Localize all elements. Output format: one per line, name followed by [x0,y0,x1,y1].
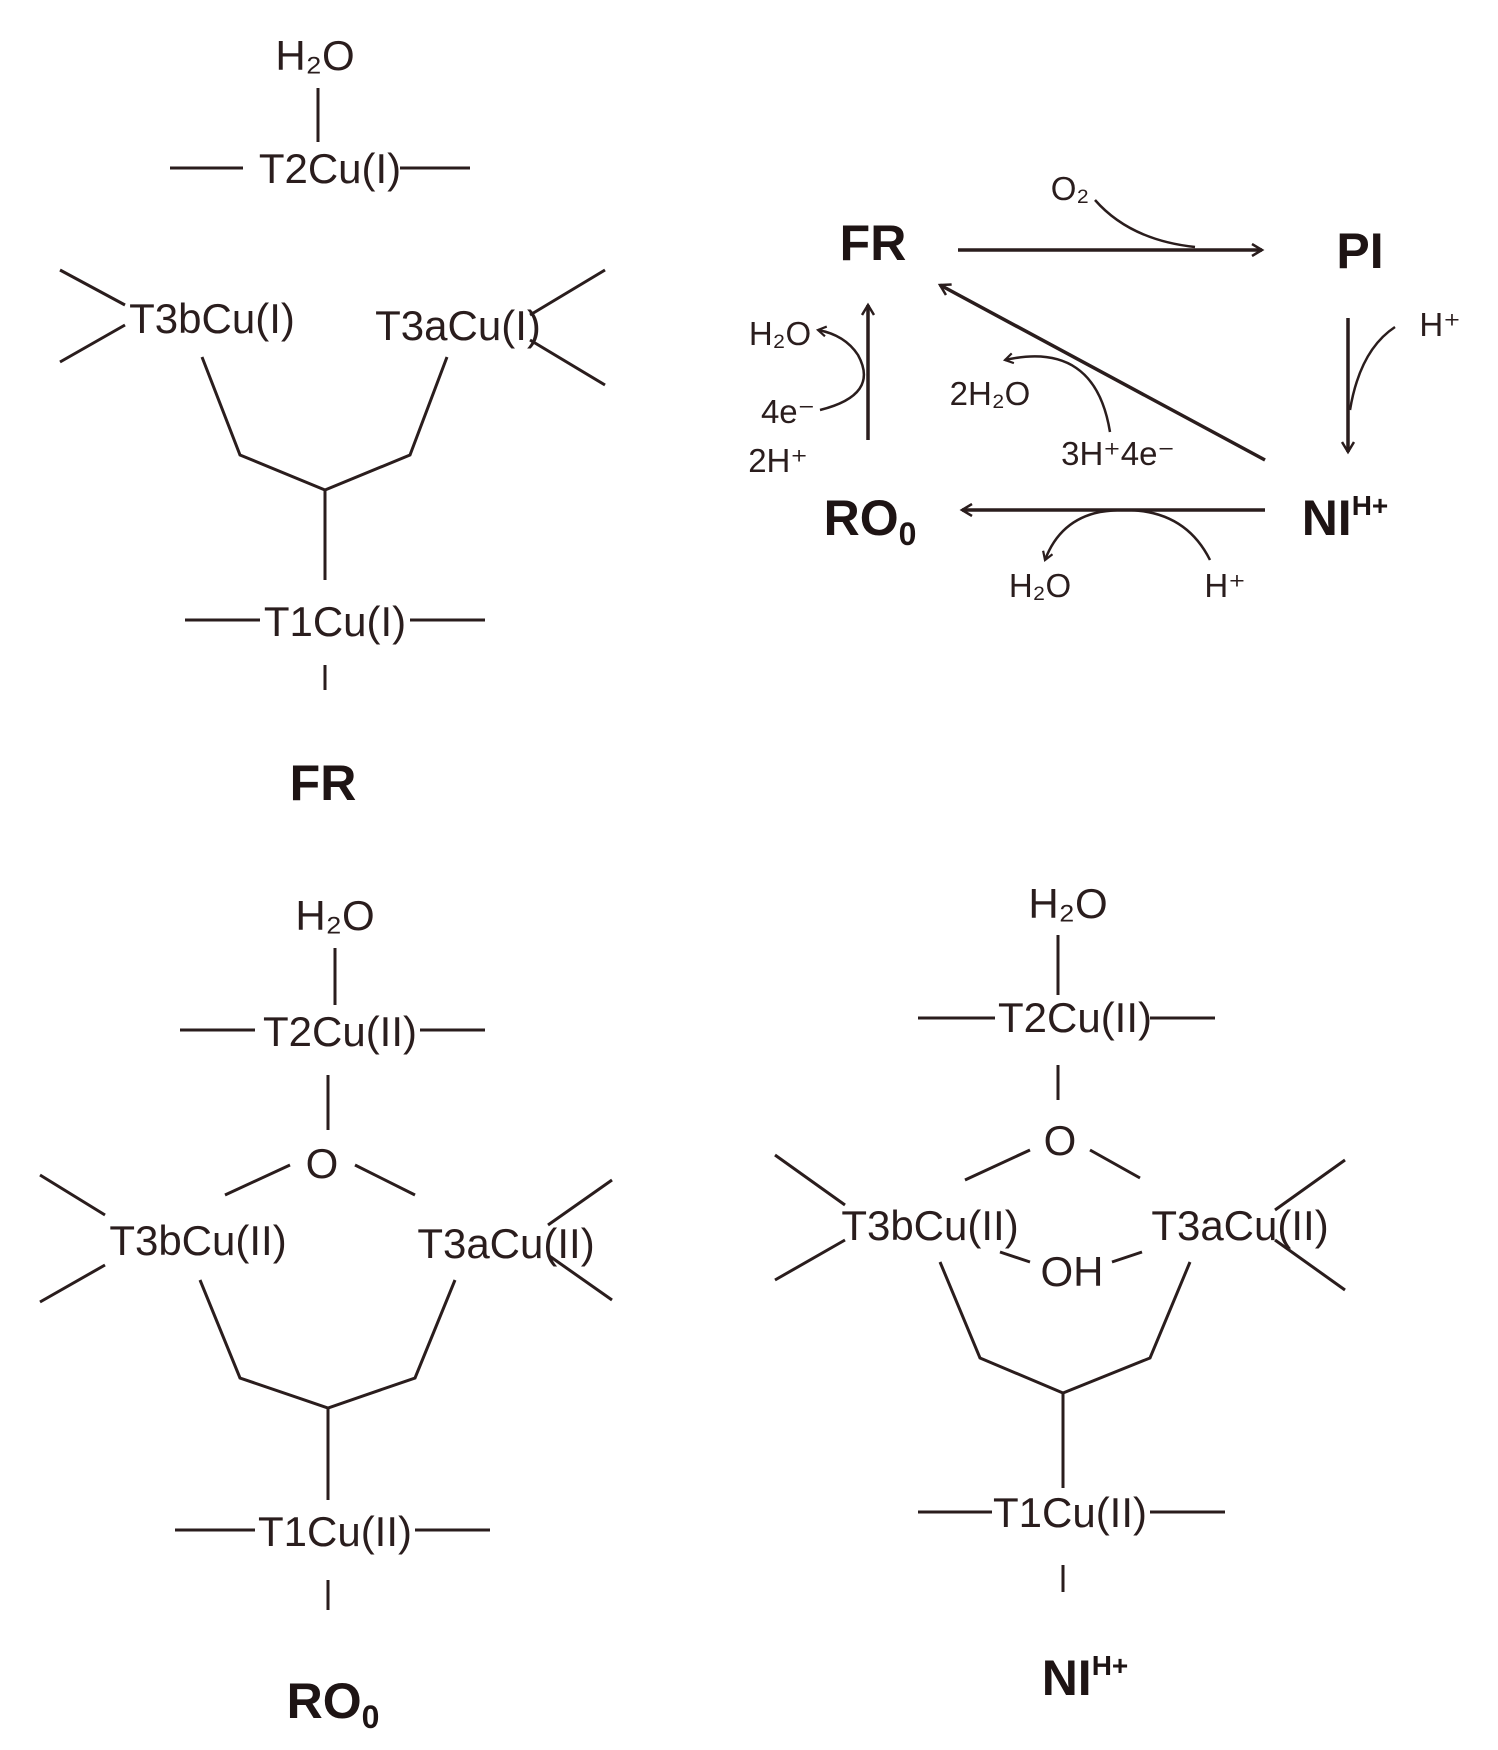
ro-t3b-ligand-lower [39,1263,106,1304]
fr-t3a-ligand-upper [529,268,606,317]
ro-bridging-oxygen: O [306,1140,339,1187]
fr-t3a-ligand-lower [529,338,606,387]
ni-t3a-ligand-upper [1274,1158,1346,1212]
ro-t1-copper: T1Cu(II) [258,1508,412,1555]
cycle-pi-label: PI [1336,223,1383,279]
fr-t3b-ligand-lower [59,323,126,364]
ni-water: H₂O [1028,880,1107,927]
ro-t3a-ligand-lower [547,1253,613,1302]
ni-bridging-oxygen: O [1044,1117,1077,1164]
h-plus-ni-ro: H⁺ [1204,567,1245,604]
ni-label: NIH+ [1042,1650,1129,1706]
ni-structure: H₂O T2Cu(II) O T3bCu(II) OH T3aCu(II) T1… [774,880,1346,1706]
fr-t3b-ligand-upper [59,268,126,307]
ni-hydroxide: OH [1041,1248,1104,1295]
ni-t3b-ligand-upper [774,1153,846,1207]
ni-label-main: NI [1042,1650,1092,1706]
cycle-ro-main: RO [824,490,899,546]
fr-t2-copper: T2Cu(I) [259,145,401,192]
h-plus-pi-ni: H⁺ [1419,306,1460,343]
ni-t3a-copper: T3aCu(II) [1151,1202,1328,1249]
ro-t3b-copper: T3bCu(II) [109,1217,286,1264]
fr-bridge [200,356,449,492]
h2-ro-fr: 2H⁺ [748,442,808,479]
fr-label: FR [290,755,357,811]
ni-oh-t3b-bond [999,1250,1031,1264]
ro-label: RO0 [287,1673,380,1735]
ni-t2-copper: T2Cu(II) [998,994,1152,1041]
ro-t3a-ligand-upper [547,1178,613,1227]
ro-water: H₂O [295,892,374,939]
arrow-ni-to-fr [940,285,1266,462]
ro-t3a-copper: T3aCu(II) [417,1220,594,1267]
o2-uptake-curve [1094,199,1196,249]
ni-t3b-ligand-lower [774,1238,846,1282]
ro-fr-release-curve [815,325,866,412]
ni-label-sup: H+ [1092,1650,1129,1681]
fr-water: H₂O [275,32,354,79]
ni-t3a-ligand-lower [1274,1238,1346,1292]
cycle-ro-label: RO0 [824,490,917,552]
h2o-ni-ro: H₂O [1009,567,1071,604]
fr-t3a-copper: T3aCu(I) [375,302,541,349]
h3e4-ni-fr: 3H⁺4e⁻ [1061,435,1175,472]
ro-label-sub: 0 [362,1699,380,1735]
ni-oh-t3a-bond [1111,1250,1143,1264]
ni-fr-release-curve [1002,352,1112,433]
cycle-ni-main: NI [1302,490,1352,546]
e4-ro-fr: 4e⁻ [761,393,815,430]
ro-structure: H₂O T2Cu(II) O T3bCu(II) T3aCu(II) T1Cu(… [39,892,613,1735]
ro-o-t3a-bond [354,1163,416,1197]
ro-label-main: RO [287,1673,362,1729]
fr-t3b-copper: T3bCu(I) [129,295,295,342]
ro-o-t3b-bond [224,1163,291,1197]
h-plus-pi-ni-curve [1348,325,1396,411]
ni-o-t3a-bond [1089,1148,1141,1180]
ni-ro-release-curve [1042,508,1212,562]
h2o-2-ni-fr: 2H₂O [950,375,1031,412]
ni-t1-copper: T1Cu(II) [993,1489,1147,1536]
cycle-ni-label: NIH+ [1302,490,1389,546]
ni-t3b-copper: T3bCu(II) [841,1202,1018,1249]
fr-structure: H₂O T2Cu(I) T3bCu(I) T3aCu(I) T1Cu(I) FR [59,32,606,811]
ro-t2-copper: T2Cu(II) [263,1008,417,1055]
cycle-fr-label: FR [840,215,907,271]
catalytic-cycle: FR PI NIH+ RO0 O₂ H⁺ 2H₂O 3H⁺4e⁻ H₂O H⁺ … [748,170,1460,604]
o2-label: O₂ [1051,170,1089,207]
ni-o-t3b-bond [964,1148,1031,1182]
h2o-ro-fr: H₂O [749,315,811,352]
ro-bridge [198,1279,457,1410]
fr-t1-copper: T1Cu(I) [264,598,406,645]
cycle-ro-sub: 0 [899,516,917,552]
cycle-ni-sup: H+ [1352,490,1389,521]
ro-t3b-ligand-upper [39,1173,106,1217]
